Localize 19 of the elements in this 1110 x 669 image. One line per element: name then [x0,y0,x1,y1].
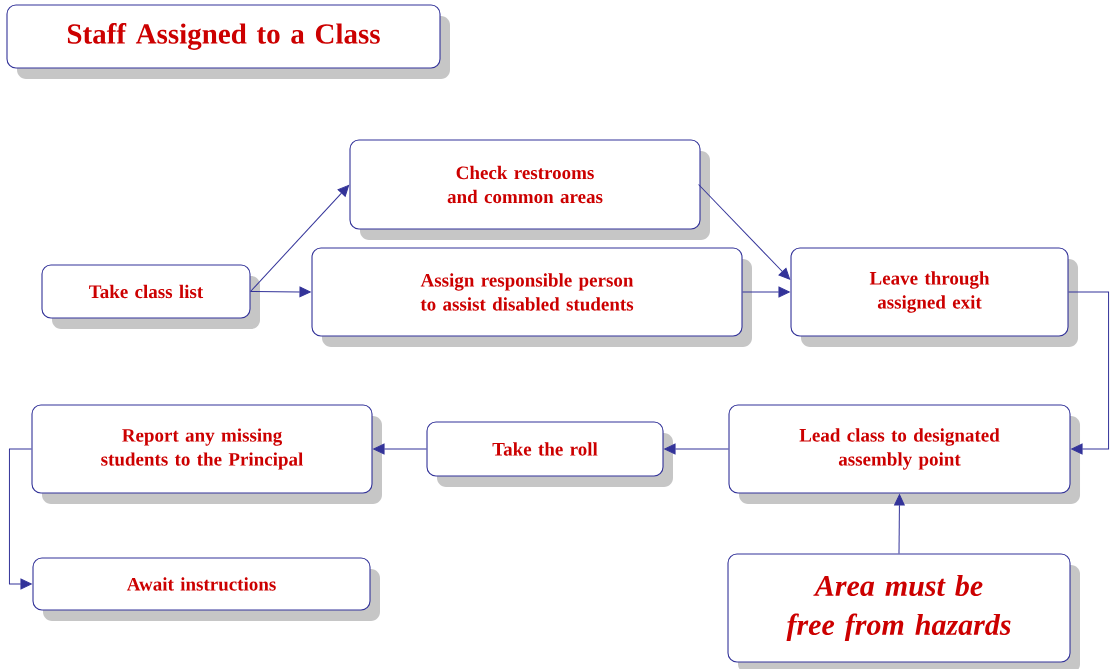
arrow [8,448,32,590]
arrow [250,184,350,292]
arrow [373,443,427,455]
arrow [1068,291,1110,455]
process-box: Leave through assigned exit [790,247,1078,347]
process-box: Area must be free from hazards [727,553,1080,669]
process-box: Lead class to designated assembly point [728,404,1080,504]
arrow [894,494,905,554]
process-box: Assign responsible person to assist disabled students [311,247,752,347]
arrow [250,286,311,298]
process-box: Take class list [41,264,260,329]
process-box: Staff Assigned to a Class [6,4,450,79]
process-box: Report any missing students to the Principal [31,404,382,504]
process-box: Await instructions [32,557,380,621]
arrow [742,286,790,298]
arrow [664,443,729,455]
arrow [698,184,791,280]
process-box: Check restrooms and common areas [349,139,710,240]
process-box: Take the roll [426,421,673,487]
